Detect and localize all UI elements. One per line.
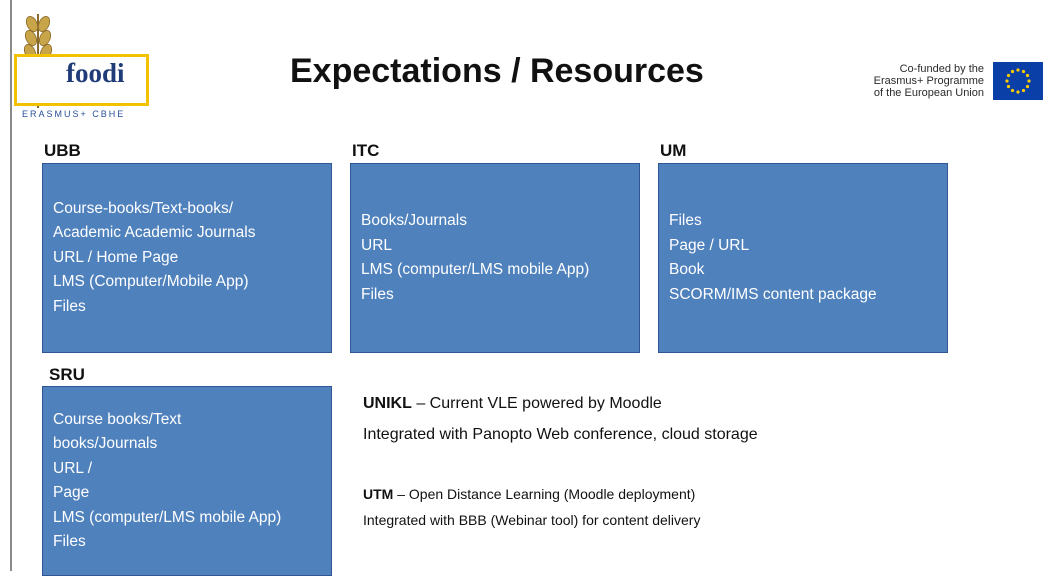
- resource-item: Course books/Text: [53, 410, 182, 428]
- note-unikl-desc: – Current VLE powered by Moodle: [411, 395, 662, 412]
- resource-item: URL /: [53, 459, 93, 477]
- resource-box-itc: Books/Journals URL LMS (computer/LMS mob…: [350, 163, 640, 353]
- logo-frame: [14, 54, 149, 106]
- institution-label-itc: ITC: [352, 141, 380, 160]
- resource-item: LMS (Computer/Mobile App): [53, 273, 249, 291]
- resource-item: Book: [669, 261, 705, 278]
- resource-item: URL / Home Page: [53, 248, 179, 266]
- eu-notice-line: of the European Union: [873, 87, 984, 99]
- page-title: Expectations / Resources: [290, 52, 704, 90]
- note-utm-name: UTM: [363, 486, 394, 502]
- resource-item: Files: [361, 285, 394, 303]
- note-unikl-heading: UNIKL – Current VLE powered by Moodle: [363, 395, 662, 413]
- left-rule: [10, 0, 12, 571]
- institution-label-um: UM: [660, 141, 687, 160]
- institution-label-sru: SRU: [49, 365, 85, 384]
- note-utm-desc: – Open Distance Learning (Moodle deploym…: [393, 486, 696, 502]
- resource-item: books/Journals: [53, 435, 158, 452]
- resource-item: Files: [669, 212, 702, 229]
- resource-item: LMS (computer/LMS mobile App): [361, 261, 590, 278]
- resource-item: Books/Journals: [361, 212, 467, 229]
- resource-item: LMS (computer/LMS mobile App): [53, 508, 282, 526]
- note-unikl-name: UNIKL: [363, 395, 412, 412]
- logo-wordmark: foodi: [66, 58, 125, 88]
- resource-item: Files: [53, 297, 86, 315]
- eu-flag-icon: [993, 62, 1043, 100]
- resource-box-um: Files Page / URL Book SCORM/IMS content …: [658, 163, 948, 353]
- eu-notice-line: Erasmus+ Programme: [873, 75, 984, 87]
- resource-item: Academic Academic Journals: [53, 224, 256, 242]
- resource-item: Files: [53, 533, 86, 550]
- note-utm-detail: Integrated with BBB (Webinar tool) for c…: [363, 512, 701, 528]
- logo-subtitle: ERASMUS+ CBHE: [22, 109, 126, 119]
- note-unikl-detail: Integrated with Panopto Web conference, …: [363, 426, 758, 443]
- institution-label-ubb: UBB: [44, 141, 81, 160]
- resource-item: URL: [361, 236, 393, 254]
- resource-item: Page: [53, 484, 90, 501]
- note-utm-heading: UTM – Open Distance Learning (Moodle dep…: [363, 486, 695, 502]
- resource-box-sru: Course books/Text books/Journals URL / P…: [42, 386, 332, 576]
- resource-item: SCORM/IMS content package: [669, 285, 877, 303]
- foodi-logo: foodi ERASMUS+ CBHE: [14, 10, 150, 119]
- resource-item: Course-books/Text-books/: [53, 199, 234, 217]
- resource-box-ubb: Course-books/Text-books/ Academic Academ…: [42, 163, 332, 353]
- resource-item: Page / URL: [669, 236, 750, 254]
- eu-notice-line: Co-funded by the: [899, 63, 984, 75]
- eu-cofunding-notice: Co-funded by the Erasmus+ Programme of t…: [820, 63, 984, 99]
